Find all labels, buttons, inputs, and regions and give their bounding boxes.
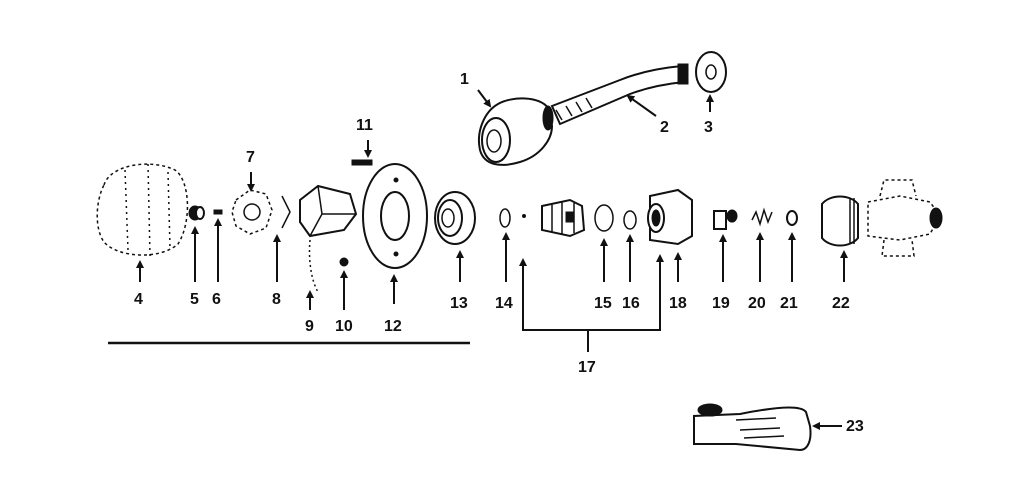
label-8: 8 bbox=[272, 291, 281, 308]
part-21-seat-washer bbox=[786, 210, 798, 226]
part-14-o-ring bbox=[499, 208, 511, 228]
leader-arrows bbox=[136, 89, 848, 430]
part-18-bonnet-nut bbox=[647, 188, 693, 246]
label-16: 16 bbox=[622, 295, 640, 312]
part-8-retainer bbox=[281, 195, 291, 229]
part-23-tub-spout bbox=[693, 403, 812, 452]
label-15: 15 bbox=[594, 295, 612, 312]
label-11: 11 bbox=[356, 117, 373, 134]
part-10-set-screw bbox=[339, 257, 349, 267]
part-12-escutcheon-plate bbox=[362, 163, 428, 269]
label-21: 21 bbox=[780, 295, 798, 312]
label-3: 3 bbox=[704, 119, 713, 136]
part-22-stop-cap bbox=[821, 195, 859, 247]
part-2-shower-arm bbox=[550, 63, 689, 126]
label-7: 7 bbox=[246, 149, 255, 166]
part-16-washer bbox=[623, 210, 637, 230]
part-7-handle-insert bbox=[231, 189, 273, 235]
part-17-cartridge bbox=[522, 198, 586, 238]
label-20: 20 bbox=[748, 295, 766, 312]
label-12: 12 bbox=[384, 318, 402, 335]
label-10: 10 bbox=[335, 318, 353, 335]
label-14: 14 bbox=[495, 295, 513, 312]
label-1: 1 bbox=[460, 71, 469, 88]
part-9-lever-handle bbox=[299, 184, 358, 293]
label-6: 6 bbox=[212, 291, 221, 308]
part-11-screw bbox=[351, 159, 373, 166]
label-19: 19 bbox=[712, 295, 730, 312]
label-2: 2 bbox=[660, 119, 669, 136]
label-18: 18 bbox=[669, 295, 687, 312]
part-1-shower-head bbox=[478, 97, 554, 166]
part-20-spring bbox=[751, 207, 773, 227]
label-13: 13 bbox=[450, 295, 468, 312]
label-5: 5 bbox=[190, 291, 199, 308]
part-4-handle-knob bbox=[96, 163, 189, 257]
part-15-o-ring bbox=[594, 204, 614, 232]
label-9: 9 bbox=[305, 318, 314, 335]
part-6-index-button bbox=[213, 209, 223, 215]
part-labels: 1 2 3 4 5 6 7 8 9 10 11 12 13 14 15 16 1… bbox=[134, 71, 864, 435]
part-5-screw bbox=[188, 205, 205, 221]
part-19-seat bbox=[713, 209, 738, 230]
label-17: 17 bbox=[578, 359, 596, 376]
label-22: 22 bbox=[832, 295, 850, 312]
label-4: 4 bbox=[134, 291, 143, 308]
part-3-flange bbox=[695, 51, 727, 93]
part-13-sleeve bbox=[434, 191, 476, 245]
label-23: 23 bbox=[846, 418, 864, 435]
valve-body bbox=[867, 179, 943, 257]
bracket-17 bbox=[522, 300, 661, 331]
